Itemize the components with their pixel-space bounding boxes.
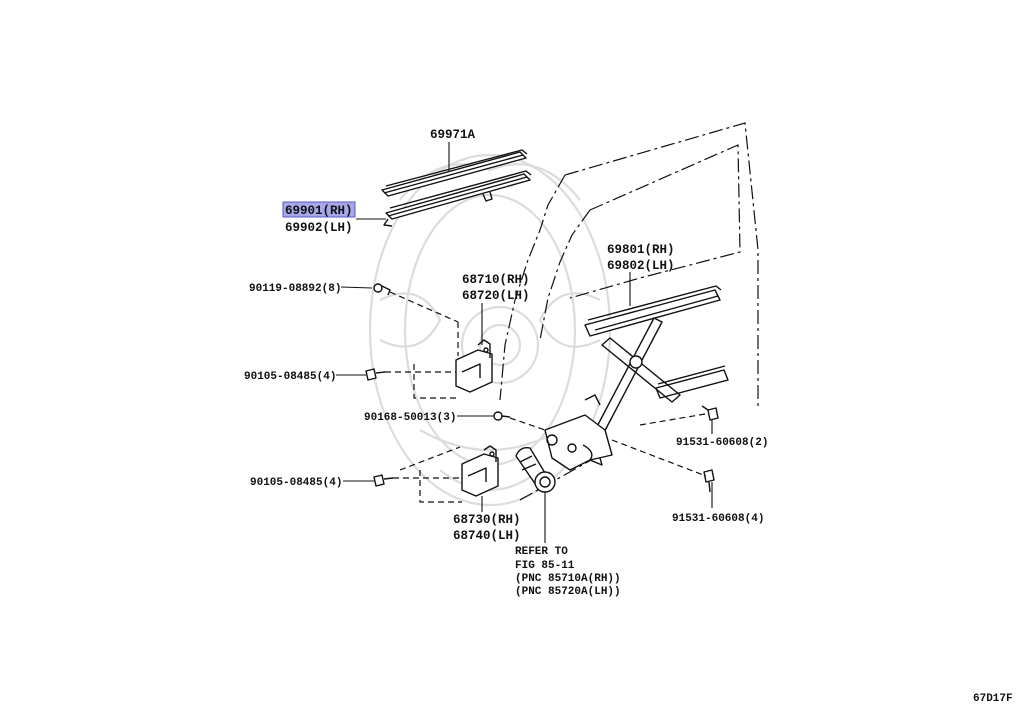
refer-note-line2[interactable]: FIG 85-11 bbox=[515, 560, 575, 572]
label-68730-rh[interactable]: 68730(RH) bbox=[453, 513, 521, 527]
hinge-upper bbox=[455, 339, 493, 393]
refer-note-line3: (PNC 85710A(RH)) bbox=[515, 573, 621, 585]
label-68740-lh[interactable]: 68740(LH) bbox=[453, 529, 521, 543]
regulator-motor bbox=[515, 446, 556, 493]
label-69971A[interactable]: 69971A bbox=[430, 128, 476, 142]
label-91531-60608-upper[interactable]: 91531-60608(2) bbox=[676, 437, 768, 449]
label-68720-lh[interactable]: 68720(LH) bbox=[462, 289, 530, 303]
refer-note-line1: REFER TO bbox=[515, 546, 568, 558]
label-90119-08892[interactable]: 90119-08892(8) bbox=[249, 283, 341, 295]
door-outline bbox=[499, 122, 759, 501]
refer-note-line4: (PNC 85720A(LH)) bbox=[515, 586, 621, 598]
leader-lines bbox=[336, 142, 713, 543]
attachment-lines bbox=[385, 291, 707, 503]
label-90105-08485-upper[interactable]: 90105-08485(4) bbox=[244, 371, 336, 383]
figure-code: 67D17F bbox=[973, 693, 1013, 705]
label-69901-rh[interactable]: 69901(RH) bbox=[285, 204, 353, 218]
glass-run-channel-upper bbox=[381, 149, 528, 197]
bolt-90119-icon bbox=[373, 283, 391, 296]
selected-part-highlight bbox=[282, 201, 356, 218]
hinge-lower bbox=[461, 445, 499, 497]
label-69802-lh[interactable]: 69802(LH) bbox=[607, 259, 675, 273]
bolt-90105-upper-icon bbox=[365, 368, 386, 381]
bolt-90105-lower-icon bbox=[373, 474, 394, 487]
label-90168-50013[interactable]: 90168-50013(3) bbox=[364, 412, 456, 424]
glass-run-channel-lower bbox=[383, 170, 532, 227]
label-69801-rh[interactable]: 69801(RH) bbox=[607, 243, 675, 257]
bolt-91531-lower-icon bbox=[703, 469, 715, 493]
window-regulator bbox=[544, 285, 729, 471]
label-69902-lh[interactable]: 69902(LH) bbox=[285, 221, 353, 235]
bolt-91531-upper-icon bbox=[701, 405, 719, 421]
label-68710-rh[interactable]: 68710(RH) bbox=[462, 273, 530, 287]
part-labels: 69971A 69901(RH) 69902(LH) 69801(RH) 698… bbox=[244, 128, 1013, 705]
label-90105-08485-lower[interactable]: 90105-08485(4) bbox=[250, 477, 342, 489]
label-91531-60608-lower[interactable]: 91531-60608(4) bbox=[672, 513, 764, 525]
bolt-90168-icon bbox=[493, 411, 511, 421]
